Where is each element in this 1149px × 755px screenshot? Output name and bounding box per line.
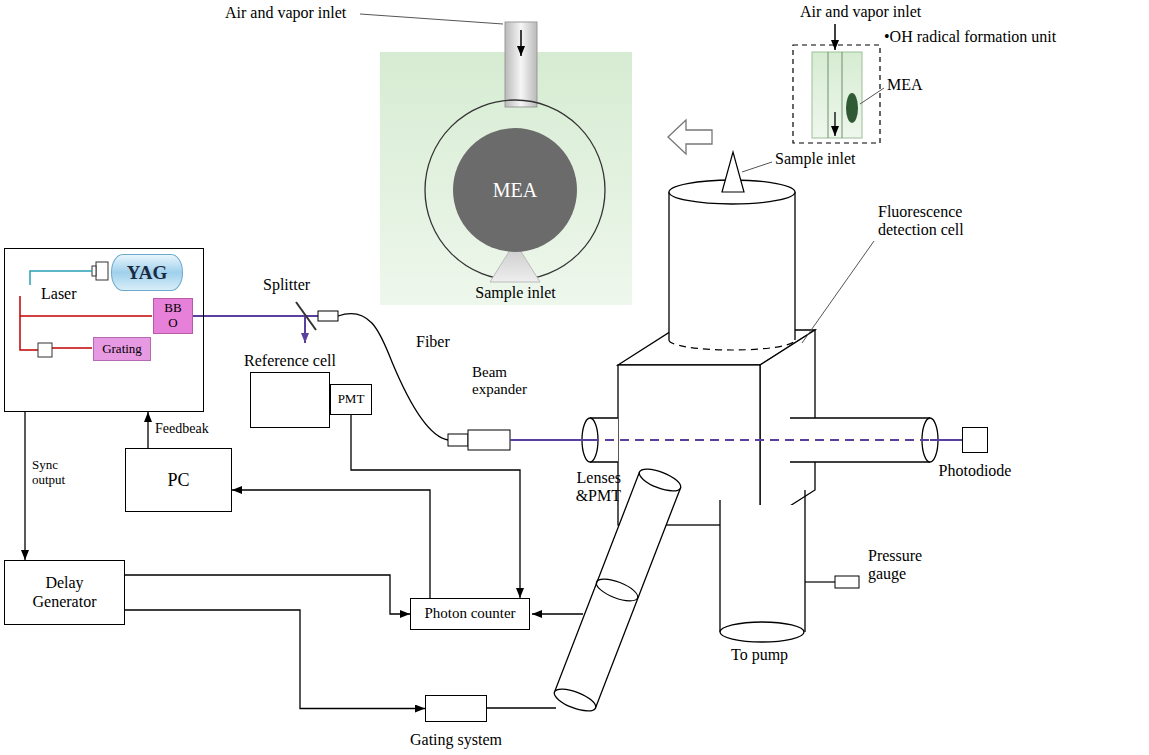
- mea-circle: MEA: [453, 128, 577, 252]
- wire: [487, 707, 556, 708]
- gauge-line: [805, 581, 835, 582]
- part-label: Fiber: [416, 333, 450, 351]
- open-arrow: [668, 120, 712, 154]
- node-text: PC: [167, 470, 189, 491]
- laser-beam: [590, 439, 930, 441]
- pmt-cylinder: [552, 685, 599, 716]
- connector: [232, 490, 430, 598]
- wire: [532, 613, 583, 614]
- connector: [351, 415, 520, 598]
- oh-unit: [668, 24, 884, 154]
- inlet-label: Air and vapor inlet: [225, 4, 346, 22]
- laser-beam: [930, 439, 962, 441]
- node-text: Photodiode: [939, 462, 1012, 480]
- laser-box: Laser YAG BB O Grating: [4, 248, 204, 412]
- part-label: Lenses &PMT: [561, 469, 621, 506]
- fiber-connector: [318, 311, 338, 321]
- connector: [147, 412, 148, 448]
- inlet-label: Sample inlet: [468, 284, 563, 302]
- pump-port: [720, 490, 805, 632]
- leader-line: [742, 162, 772, 172]
- pmt-cylinder: [637, 465, 684, 496]
- connector: [125, 575, 410, 614]
- node-text: Reference cell: [244, 352, 336, 370]
- mea-membrane: [846, 93, 858, 123]
- gating-system: Gating system: [425, 695, 487, 722]
- unit-panel: [812, 52, 862, 138]
- unit-label: •OH radical formation unit: [884, 28, 1056, 46]
- pmt-box: PMT: [330, 384, 372, 415]
- fiber: [338, 314, 448, 440]
- mirror: [38, 343, 52, 357]
- pressure-gauge: [835, 576, 859, 588]
- laser-path: [52, 347, 92, 349]
- flow-arrow: [834, 24, 836, 50]
- node-text: Grating: [102, 342, 142, 357]
- sample-tube: [669, 192, 795, 340]
- splitter: [296, 302, 316, 330]
- node-text: Gating system: [410, 731, 502, 749]
- part-label: Pressure gauge: [868, 547, 946, 584]
- pc-box: PC: [125, 448, 232, 512]
- inlet-tube: [505, 22, 537, 107]
- grating: Grating: [93, 337, 151, 361]
- laser-beam: [510, 439, 590, 441]
- inlet-label: Air and vapor inlet: [800, 3, 921, 21]
- leader-line: [802, 241, 874, 343]
- laser-beam: [192, 315, 318, 317]
- photon-counter: Photon counter: [410, 598, 530, 630]
- laser-path: [30, 271, 92, 285]
- node-text: PMT: [338, 392, 365, 407]
- channel: [828, 52, 842, 138]
- pmt-cylinder: [594, 575, 641, 606]
- node-text: Laser: [41, 285, 77, 303]
- reference-cell: Reference cell: [250, 372, 330, 428]
- fiber-connector: [448, 434, 468, 446]
- laser-part: [96, 262, 108, 280]
- beam-expander: [468, 430, 510, 450]
- leader-line: [860, 88, 884, 104]
- flow-arrow: [520, 30, 522, 56]
- part-label: Splitter: [263, 276, 310, 294]
- laser-path: [20, 296, 38, 350]
- port-label: To pump: [731, 646, 788, 664]
- node-text: MEA: [493, 179, 537, 202]
- edge-label: Sync output: [31, 458, 79, 488]
- connector: [24, 412, 25, 560]
- dashed-frame: [793, 45, 880, 143]
- part-label: MEA: [887, 76, 923, 94]
- leader-line: [360, 14, 503, 24]
- hidden-edge: [669, 340, 795, 350]
- delay-generator: Delay Generator: [4, 560, 125, 625]
- yag-cylinder: YAG: [111, 254, 183, 291]
- node-text: YAG: [127, 262, 167, 284]
- bbo-crystal: BB O: [153, 298, 193, 334]
- laser-beam: [304, 316, 306, 343]
- laser-part: [92, 266, 96, 276]
- part-label: Fluorescence detection cell: [878, 203, 983, 240]
- sample-cone: [722, 152, 744, 192]
- part-label: Beam expander: [472, 364, 544, 399]
- pump-port: [720, 622, 804, 642]
- sample-tube: [669, 192, 795, 340]
- connector: [125, 610, 425, 709]
- left-inset: [360, 14, 632, 305]
- edge-label: Feedbeak: [154, 421, 210, 437]
- laser-path: [20, 315, 152, 317]
- photodiode: Photodiode: [962, 427, 988, 453]
- inlet-label: Sample inlet: [775, 150, 855, 168]
- pmt-cylinder: [555, 472, 681, 708]
- sample-cone: [490, 250, 540, 282]
- node-text: BB O: [162, 301, 184, 331]
- pump-port: [720, 505, 805, 632]
- node-text: Photon counter: [424, 605, 515, 622]
- flow-arrow: [834, 112, 835, 136]
- node-text: Delay Generator: [22, 574, 108, 611]
